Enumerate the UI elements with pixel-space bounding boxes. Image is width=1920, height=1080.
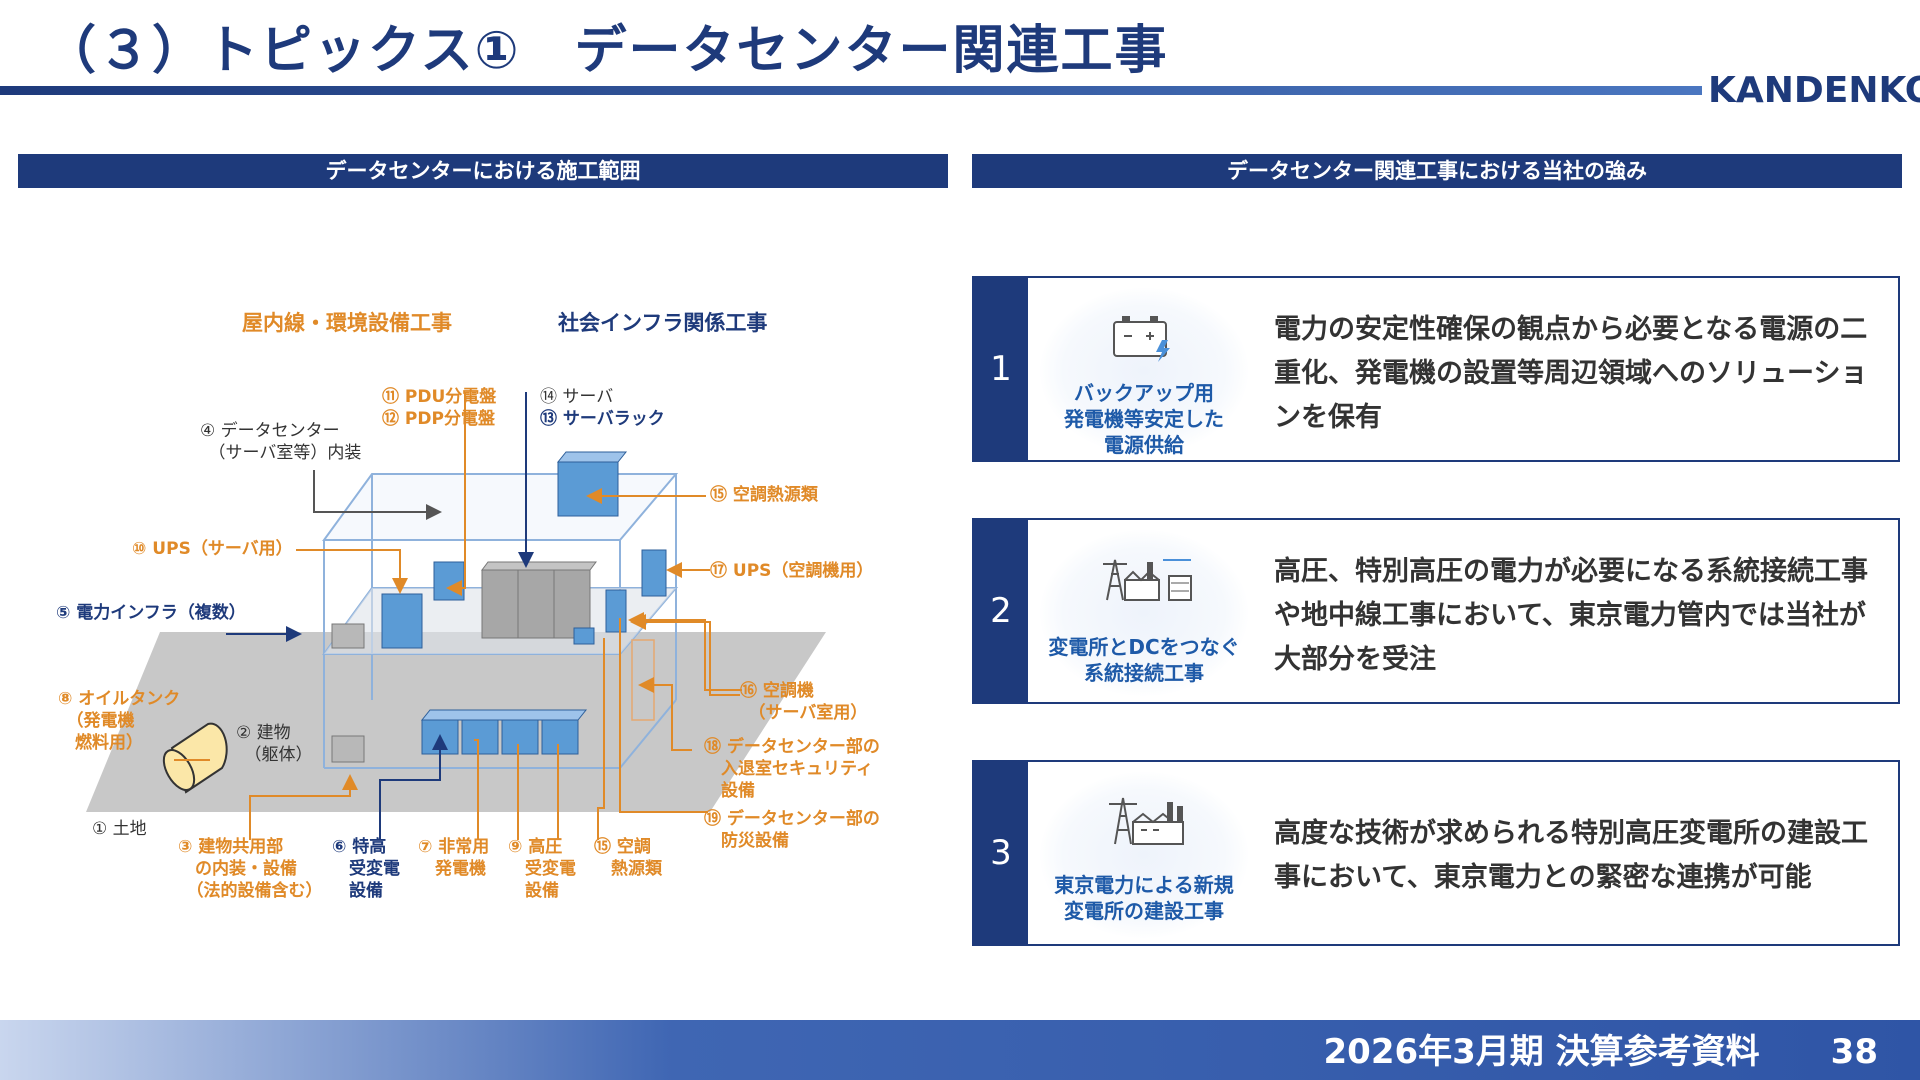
label-pdp: ⑫ PDP分電盤: [382, 409, 495, 429]
label-power-infra: ⑤ 電力インフラ（複数）: [56, 603, 246, 623]
label-land: ① 土地: [92, 819, 147, 839]
label-server: ⑭ サーバ: [540, 387, 614, 407]
right-section-heading: データセンター関連工事における当社の強み: [972, 154, 1902, 188]
label-heat-source: ⑮ 空調熱源類: [710, 485, 818, 505]
label-pdu: ⑪ PDU分電盤: [382, 387, 497, 407]
label-emergency-generator: ⑦ 非常用 発電機: [418, 837, 490, 879]
card-number: 2: [974, 520, 1028, 702]
card-caption: 東京電力による新規 変電所の建設工事: [1054, 873, 1234, 923]
label-dc-interior: ④ データセンター （サーバ室等）内装: [200, 421, 362, 463]
label-eh-substation: ⑥ 特高 受変電 設備: [332, 837, 400, 901]
card-text: 高圧、特別高圧の電力が必要になる系統接続工事や地中線工事において、東京電力管内で…: [1274, 556, 1868, 675]
label-ac-heat: ⑮ 空調 熱源類: [594, 837, 662, 879]
label-hv-substation: ⑨ 高圧 受変電 設備: [508, 837, 576, 901]
card-icon-area: バックアップ用 発電機等安定した 電源供給: [1040, 288, 1248, 457]
card-number: 3: [974, 762, 1028, 944]
label-ac-server-room: ⑯ 空調機 （サーバ室用）: [740, 681, 868, 723]
footer-doc-title: 2026年3月期 決算参考資料: [1323, 1032, 1760, 1072]
card-icon-area: 変電所とDCをつなぐ 系統接続工事: [1040, 530, 1248, 696]
footer-text: 2026年3月期 決算参考資料 38: [1324, 1024, 1878, 1073]
battery-bolt-icon: [1113, 316, 1170, 362]
datacenter-diagram: [86, 392, 826, 840]
label-ups-ac: ⑰ UPS（空調機用）: [710, 561, 874, 581]
strength-card-3: 3 東京電力による新規 変電所の建設工事 高度な技術が求められる特別高圧変電所の…: [972, 760, 1900, 946]
server-rack-boxes: [481, 561, 597, 639]
card-text: 高度な技術が求められる特別高圧変電所の建設工事において、東京電力との緊密な連携が…: [1274, 818, 1868, 893]
footer-bar: [0, 1020, 1920, 1080]
card-caption: 変電所とDCをつなぐ 系統接続工事: [1048, 635, 1240, 685]
company-logo: KANDENKO: [1708, 70, 1920, 111]
label-common-area: ③ 建物共用部 の内装・設備 （法的設備含む）: [178, 837, 323, 901]
card-icon-area: 東京電力による新規 変電所の建設工事: [1040, 772, 1248, 938]
card-number: 1: [974, 278, 1028, 460]
category-social-infra: 社会インフラ関係工事: [558, 311, 768, 335]
left-section-heading: データセンターにおける施工範囲: [18, 154, 948, 188]
page-title: （３）トピックス① データセンター関連工事: [44, 21, 1169, 81]
label-building: ② 建物 （躯体）: [236, 723, 313, 765]
label-ups-server: ⑩ UPS（サーバ用）: [132, 539, 293, 559]
title-divider: [0, 86, 1702, 95]
label-security: ⑱ データセンター部の 入退室セキュリティ 設備: [704, 737, 880, 801]
category-indoor-wiring: 屋内線・環境設備工事: [242, 311, 452, 335]
label-disaster: ⑲ データセンター部の 防災設備: [704, 809, 880, 851]
strength-card-1: 1 バックアップ用 発電機等安定した 電源供給 電力の安定性確保の観点から必要と…: [972, 276, 1900, 462]
label-server-rack: ⑬ サーバラック: [540, 409, 665, 429]
strength-card-2: 2 変電所とDCをつなぐ 系統接続工事 高圧、特別高圧の電力が必要になる系統接続…: [972, 518, 1900, 704]
substation-datacenter-icon: [1103, 559, 1192, 601]
card-text: 電力の安定性確保の観点から必要となる電源の二重化、発電機の設置等周辺領域へのソリ…: [1274, 314, 1868, 433]
oil-tank: [162, 722, 228, 794]
equipment-boxes: [381, 451, 667, 755]
label-oil-tank: ⑧ オイルタンク （発電機 燃料用）: [58, 689, 181, 753]
substation-factory-icon: [1109, 797, 1184, 845]
page-number: 38: [1830, 1032, 1878, 1072]
card-caption: バックアップ用 発電機等安定した 電源供給: [1064, 381, 1224, 457]
